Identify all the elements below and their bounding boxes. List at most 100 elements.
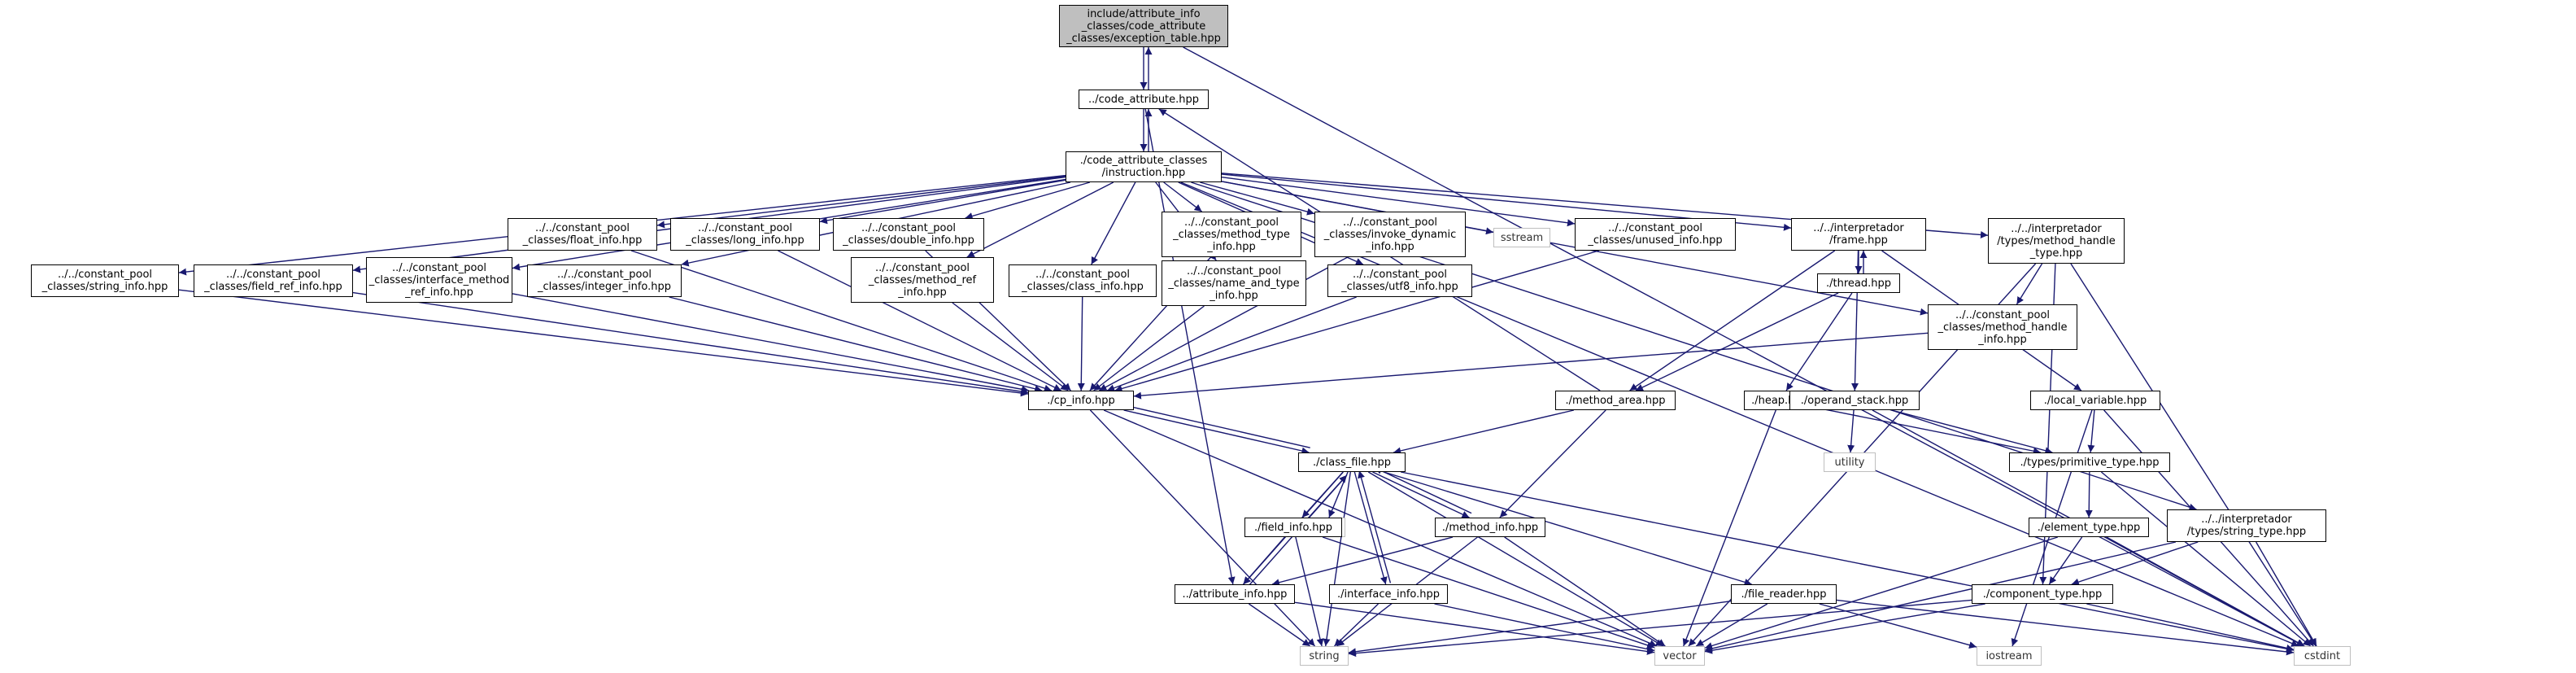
edge-instruction-to-method_ref_info [966,181,1114,258]
node-element-type[interactable]: ./element_type.hpp [2029,518,2149,537]
node-instruction[interactable]: ./code_attribute_classes /instruction.hp… [1066,151,1222,182]
edge-class_file-to-interface_info [1353,471,1388,585]
edge-cp_info-to-vector [1103,409,1658,647]
node-float-info[interactable]: ../../constant_pool _classes/float_info.… [508,218,657,251]
node-method-ref-info[interactable]: ../../constant_pool _classes/method_ref … [851,257,994,303]
node-attribute-info[interactable]: ../attribute_info.hpp [1175,584,1295,604]
node-code-attribute[interactable]: ../code_attribute.hpp [1079,90,1209,109]
edge-field_info-to-string [1295,536,1324,647]
node-thread[interactable]: ./thread.hpp [1817,273,1900,293]
node-frame[interactable]: ../../interpretador /frame.hpp [1791,218,1926,251]
node-string-type[interactable]: ../../interpretador /types/string_type.h… [2167,509,2326,542]
node-utf8-info[interactable]: ../../constant_pool _classes/utf8_info.h… [1327,264,1472,297]
edge-instruction-to-class_info [1091,181,1136,265]
edge-string_type-to-cstdint [2256,541,2317,647]
edge-local_variable-to-primitive_type [2087,409,2095,453]
node-local-variable[interactable]: ./local_variable.hpp [2030,391,2160,410]
edge-method_area-to-class_file [1393,409,1575,455]
edge-class_file-to-cp_info [1124,403,1310,448]
edge-float_info-to-cp_info [630,250,1053,392]
edge-instruction-to-unused_info [1221,176,1576,227]
edge-instruction-to-long_info [819,179,1066,225]
edge-long_info-to-cp_info [778,250,1062,391]
edge-field_info-to-vector [1322,536,1655,649]
edge-method_handle_type-to-cstdint [2070,263,2317,647]
node-cp-info[interactable]: ./cp_info.hpp [1028,391,1134,410]
edge-instruction-to-invoke_dynamic_info [1200,181,1315,216]
node-method-type-info[interactable]: ../../constant_pool _classes/method_type… [1162,212,1301,257]
edge-instruction-to-method_type_info [1163,181,1202,212]
edge-instruction-to-cstdint [1180,181,2299,647]
edge-string_info-to-cp_info [178,289,1029,397]
edge-method_handle_type-to-method_handle_info [2016,263,2043,305]
edge-component_type-to-cstdint [2086,603,2295,652]
edge-string_type-to-vector [1704,541,2177,653]
node-field-info[interactable]: ./field_info.hpp [1244,518,1342,537]
edge-class_file-to-string [1323,471,1351,647]
edge-method_area-to-method_info [1499,409,1606,518]
node-vector[interactable]: vector [1654,646,1705,666]
edge-attribute_info-to-string [1248,603,1311,647]
edge-class_file-to-file_reader [1384,471,1752,586]
node-method-handle-type[interactable]: ../../interpretador /types/method_handle… [1988,218,2125,264]
node-integer-info[interactable]: ../../constant_pool _classes/integer_inf… [527,264,682,297]
node-string[interactable]: string [1300,646,1349,666]
node-name-and-type-info[interactable]: ../../constant_pool _classes/name_and_ty… [1162,260,1306,306]
node-field-ref-info[interactable]: ../../constant_pool _classes/field_ref_i… [194,264,353,297]
edge-element_type-to-cstdint [2106,536,2305,647]
node-unused-info[interactable]: ../../constant_pool _classes/unused_info… [1575,218,1736,251]
edge-file_reader-to-cstdint [1836,599,2295,656]
edge-class_file-to-cstdint [1401,471,2295,653]
node-invoke-dynamic-info[interactable]: ../../constant_pool _classes/invoke_dyna… [1314,212,1466,257]
edge-cp_info-to-class_file [1123,409,1310,455]
edge-frame-to-operand_stack [1851,250,1859,391]
node-string-info[interactable]: ../../constant_pool _classes/string_info… [31,264,179,297]
edge-instruction-to-float_info [656,175,1066,229]
edge-thread-to-heap [1785,292,1853,391]
edge-string_type-to-component_type [2071,541,2199,586]
edge-element_type-to-component_type [2048,536,2083,585]
node-utility[interactable]: utility [1824,452,1876,472]
edge-heap-to-vector [1682,409,1776,647]
node-method-area[interactable]: ./method_area.hpp [1555,391,1676,410]
node-long-info[interactable]: ../../constant_pool _classes/long_info.h… [670,218,820,251]
edge-field_info-to-attribute_info [1243,536,1285,585]
node-class-file[interactable]: ./class_file.hpp [1298,452,1406,472]
node-interface-info[interactable]: ./interface_info.hpp [1329,584,1448,604]
edge-attribute_info-to-vector [1294,601,1655,655]
node-file-reader[interactable]: ./file_reader.hpp [1731,584,1837,604]
node-method-info[interactable]: ./method_info.hpp [1435,518,1545,537]
edge-cp_info-to-string [1089,409,1316,647]
edge-interface_info-to-string [1333,603,1380,647]
edge-file_reader-to-vector [1695,603,1768,647]
edge-class_file-to-vector [1367,471,1664,647]
edge-interface_method_ref_info-to-cp_info [512,293,1030,393]
edge-interface_info-to-vector [1434,603,1655,653]
edge-method_info-to-vector [1504,536,1666,647]
edge-operand_stack-to-utility [1847,409,1855,453]
edge-primitive_type-to-cstdint [2100,471,2312,647]
node-iostream[interactable]: iostream [1977,646,2042,666]
edge-file_reader-to-iostream [1819,603,1977,649]
node-class-info[interactable]: ../../constant_pool _classes/class_info.… [1009,264,1157,297]
edge-method_handle_info-to-cp_info [1133,332,1929,400]
edge-file_reader-to-string [1348,601,1732,656]
edge-name_and_type_info-to-cp_info [1093,305,1205,391]
node-component-type[interactable]: ./component_type.hpp [1972,584,2113,604]
dependency-edges [178,46,2317,658]
edge-root-to-cstdint [1183,46,2304,647]
edge-primitive_type-to-element_type [2085,471,2093,518]
node-double-info[interactable]: ../../constant_pool _classes/double_info… [833,218,984,251]
node-primitive-type[interactable]: ./types/primitive_type.hpp [2009,452,2170,472]
edge-unused_info-to-cp_info [1114,250,1599,392]
node-method-handle-info[interactable]: ../../constant_pool _classes/method_hand… [1928,304,2077,350]
node-interface-method-ref-info[interactable]: ../../constant_pool _classes/interface_m… [366,257,512,303]
node-cstdint[interactable]: cstdint [2294,646,2351,666]
node-operand-stack[interactable]: ./operand_stack.hpp [1789,391,1920,410]
edge-operand_stack-to-primitive_type [1891,409,2053,455]
edge-component_type-to-string [1348,599,1972,658]
node-sstream[interactable]: sstream [1493,228,1550,247]
node-exception-table-root: include/attribute_info _classes/code_att… [1059,5,1228,47]
edge-thread-to-method_area [1635,292,1839,391]
